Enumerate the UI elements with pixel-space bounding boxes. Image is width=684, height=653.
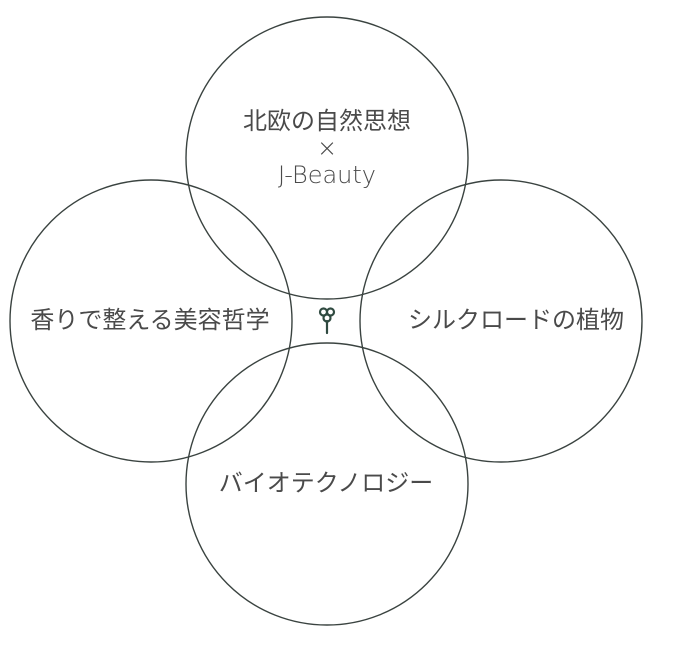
top-label-line1: 北欧の自然思想: [243, 107, 411, 135]
circle-left: [9, 179, 293, 463]
right-label: シルクロードの植物: [408, 306, 624, 334]
top-label-line3: J-Beauty: [278, 161, 376, 189]
left-label: 香りで整える美容哲学: [30, 306, 269, 334]
circle-right: [359, 179, 643, 463]
circle-bottom: [185, 342, 469, 626]
top-label-line2: ×: [317, 134, 337, 162]
sprout-icon: [318, 307, 336, 335]
circle-top: [185, 16, 469, 300]
bottom-label: バイオテクノロジー: [219, 469, 434, 497]
